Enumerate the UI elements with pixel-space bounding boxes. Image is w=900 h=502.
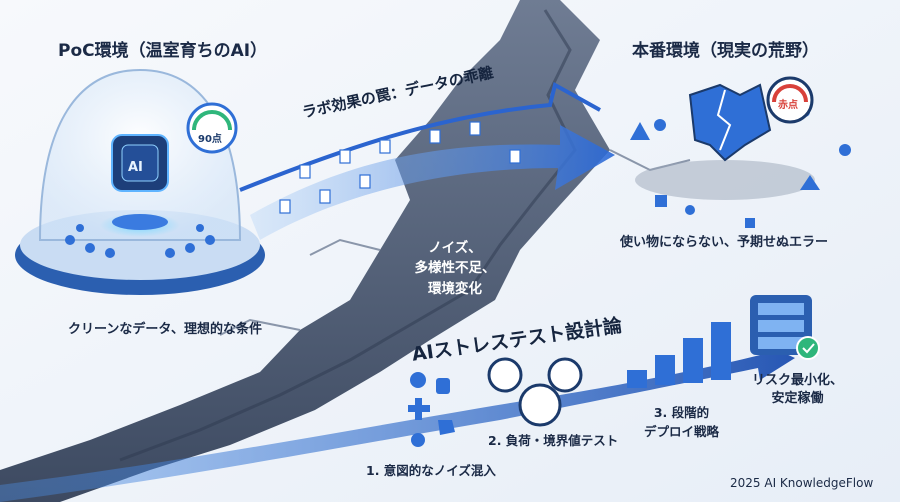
stable-server-icon — [750, 295, 820, 360]
production-wasteland — [630, 83, 851, 228]
method-flow-arrow — [0, 340, 795, 502]
crack-causes: ノイズ、 多様性不足、 環境変化 — [400, 238, 510, 299]
poc-score: 90点 — [198, 134, 222, 145]
ai-chip-label: AI — [128, 160, 143, 175]
data-flow-arrow — [239, 81, 615, 240]
production-score: 赤点 — [778, 100, 798, 111]
step-2-label: 2. 負荷・境界値テスト — [488, 433, 619, 448]
outcome-line-2: 安定稼働 — [771, 391, 824, 407]
crack-cause-2: 多様性不足、 — [414, 260, 496, 277]
load-test-gauges — [487, 357, 583, 427]
outcome-label: リスク最小化、 安定稼働 — [752, 372, 843, 408]
poc-caption: クリーンなデータ、理想的な条件 — [68, 322, 262, 337]
score-gauge-left — [186, 102, 238, 154]
crack-cause-3: 環境変化 — [428, 280, 482, 297]
step-3-line-2: デプロイ戦略 — [644, 424, 720, 439]
outcome-line-1: リスク最小化、 — [752, 373, 844, 388]
step-3-line-1: 3. 段階的 — [653, 405, 710, 420]
noise-icons — [408, 372, 455, 447]
poc-title: PoC環境（温室育ちのAI） — [58, 41, 268, 61]
crack-cause-1: ノイズ、 — [428, 240, 482, 256]
footer-credit: 2025 AI KnowledgeFlow — [730, 476, 874, 490]
production-caption: 使い物にならない、予期せぬエラー — [620, 235, 829, 250]
step-1-label: 1. 意図的なノイズ混入 — [366, 463, 496, 478]
step-3-label: 3. 段階的 デプロイ戦略 — [644, 402, 719, 440]
greenhouse-dome — [15, 68, 265, 295]
staged-deploy-bars — [627, 322, 731, 388]
score-gauge-right — [766, 76, 814, 124]
production-title: 本番環境（現実の荒野） — [632, 41, 819, 61]
